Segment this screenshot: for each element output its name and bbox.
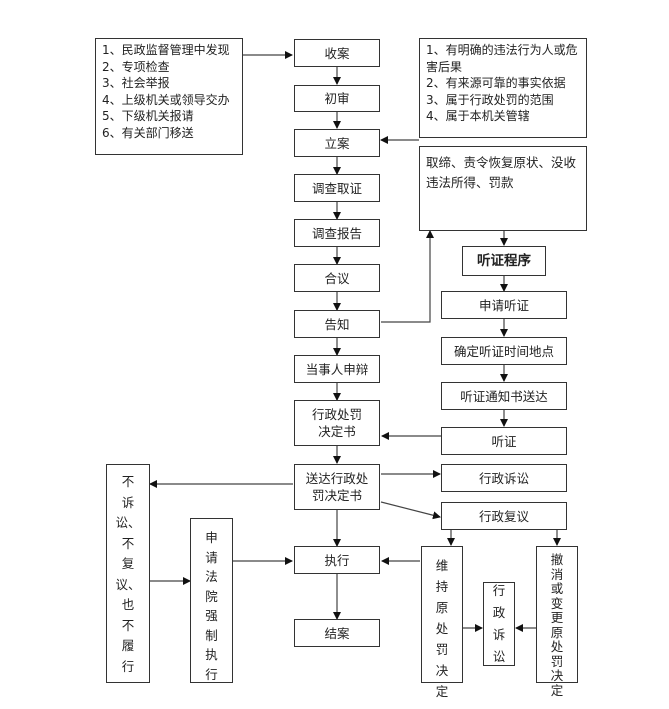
case-sources-box: 1、民政监督管理中发现 2、专项检查 3、社会举报 4、上级机关或领导交办 5、… [95, 38, 243, 155]
hearing-step-label: 听证通知书送达 [460, 388, 548, 404]
step-notify: 告知 [294, 310, 380, 338]
vertical-char: 制 [205, 627, 218, 643]
step-deliberation: 合议 [294, 264, 380, 292]
source-item: 5、下级机关报请 [102, 109, 194, 123]
criteria-item: 3、属于行政处罚的范围 [426, 92, 554, 107]
litigation-after-box: 行政诉讼 [483, 582, 515, 666]
vertical-char: 决 [550, 668, 564, 683]
step-defense: 当事人申辩 [294, 355, 380, 383]
step-defense-label: 当事人申辩 [305, 361, 369, 377]
criteria-item: 2、有来源可靠的事实依据 [426, 76, 566, 90]
vertical-char: 强 [205, 608, 218, 623]
vertical-char: 不 [121, 617, 135, 633]
vertical-char: 请 [205, 549, 218, 565]
source-item: 3、社会举报 [102, 76, 170, 90]
vertical-char: 申 [205, 530, 218, 545]
vertical-char: 原 [435, 600, 449, 615]
step-notify-label: 告知 [324, 316, 350, 332]
administrative-reconsideration-box: 行政复议 [441, 502, 567, 530]
vertical-char: 行 [492, 583, 506, 598]
vertical-char: 消 [550, 566, 564, 582]
vertical-char: 议、 [115, 576, 141, 592]
source-item: 2、专项检查 [102, 59, 170, 74]
step-deliver-label: 送达行政处罚决定书 [305, 471, 369, 503]
penalty-types-box: 取缔、责令恢复原状、没收违法所得、罚款 [419, 146, 587, 231]
filing-criteria-box: 1、有明确的违法行为人或危害后果 2、有来源可靠的事实依据 3、属于行政处罚的范… [419, 38, 587, 138]
maintain-decision-box: 维持原处罚决定 [421, 546, 463, 699]
step-preliminary-review: 初审 [294, 85, 380, 112]
vertical-char: 履 [121, 638, 135, 653]
source-item: 1、民政监督管理中发现 [102, 43, 230, 57]
vertical-char: 诉 [121, 494, 135, 510]
step-deliver: 送达行政处罚决定书 [294, 464, 380, 510]
arrow-notify-to-penalty [381, 230, 434, 323]
step-close-label: 结案 [324, 625, 350, 641]
step-report-label: 调查报告 [311, 225, 362, 241]
revoke-or-change-box: 撤消或变更原处罚决定 [536, 546, 578, 697]
step-decision: 行政处罚决定书 [294, 400, 380, 446]
step-close-case: 结案 [294, 619, 380, 647]
hearing-step-schedule: 确定听证时间地点 [441, 337, 567, 365]
step-receive: 收案 [294, 39, 380, 67]
reconsideration-label: 行政复议 [478, 508, 529, 524]
vertical-char: 撤 [550, 552, 564, 567]
vertical-char: 讼、 [115, 515, 141, 530]
vertical-char: 维 [435, 558, 449, 573]
vertical-char: 讼 [492, 649, 506, 664]
vertical-char: 更 [550, 610, 564, 625]
criteria-item: 1、有明确的违法行为人或危害后果 [426, 43, 578, 74]
vertical-char: 诉 [492, 627, 506, 642]
step-execute: 执行 [294, 546, 380, 574]
step-investigate: 调查取证 [294, 174, 380, 202]
step-file-label: 立案 [324, 135, 350, 151]
vertical-char: 行 [205, 666, 218, 682]
vertical-char: 持 [435, 579, 449, 594]
vertical-char: 原 [550, 624, 564, 640]
litigation-label: 行政诉讼 [478, 470, 529, 486]
vertical-char: 决 [435, 663, 449, 678]
source-item: 6、有关部门移送 [102, 125, 194, 140]
step-investigate-label: 调查取证 [311, 180, 362, 196]
arrow-deliver-to-reconsideration [380, 501, 441, 520]
step-investigation-report: 调查报告 [294, 219, 380, 247]
hearing-title-label: 听证程序 [477, 252, 531, 269]
step-deliberation-label: 合议 [324, 270, 350, 286]
vertical-char: 定 [550, 682, 564, 698]
vertical-char: 院 [205, 588, 218, 604]
vertical-char: 也 [121, 597, 135, 612]
hearing-step-hearing: 听证 [441, 427, 567, 455]
vertical-char: 法 [205, 569, 218, 584]
vertical-char: 行 [121, 658, 135, 674]
vertical-char: 复 [121, 556, 135, 571]
step-file-case: 立案 [294, 129, 380, 157]
hearing-step-label: 申请听证 [478, 297, 529, 313]
vertical-char: 不 [121, 535, 135, 551]
hearing-step-apply: 申请听证 [441, 291, 567, 319]
vertical-char: 或 [550, 581, 564, 596]
hearing-step-label: 听证 [491, 433, 517, 449]
vertical-char: 执 [205, 647, 218, 662]
vertical-char: 处 [435, 621, 449, 636]
step-execute-label: 执行 [324, 552, 350, 568]
criteria-item: 4、属于本机关管辖 [426, 109, 530, 123]
administrative-litigation-box: 行政诉讼 [441, 464, 567, 492]
vertical-char: 罚 [550, 653, 564, 669]
hearing-step-notice: 听证通知书送达 [441, 382, 567, 410]
penalty-types-text: 取缔、责令恢复原状、没收违法所得、罚款 [426, 155, 577, 190]
vertical-char: 政 [492, 605, 506, 620]
court-enforcement-box: 申请法院强制执行 [190, 518, 233, 683]
hearing-procedure-title: 听证程序 [462, 246, 546, 276]
step-decision-label: 行政处罚决定书 [311, 407, 362, 439]
vertical-char: 定 [435, 684, 449, 699]
vertical-char: 处 [550, 639, 564, 654]
no-appeal-no-compliance-box: 不诉讼、不复议、也不履行 [106, 464, 150, 683]
source-item: 4、上级机关或领导交办 [102, 92, 230, 107]
step-receive-label: 收案 [324, 45, 350, 61]
hearing-step-label: 确定听证时间地点 [453, 343, 554, 359]
vertical-char: 变 [550, 595, 564, 611]
vertical-char: 不 [121, 474, 135, 489]
vertical-char: 罚 [435, 642, 449, 657]
step-review-label: 初审 [324, 91, 350, 106]
